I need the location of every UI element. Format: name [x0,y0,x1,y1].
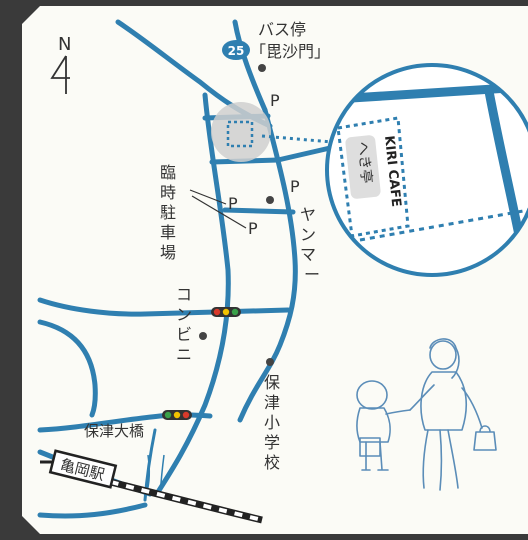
adult-hair-icon [429,338,460,379]
signal-green [164,411,172,419]
convenience-store: コ ン ビ ニ [176,285,207,364]
school-char: 校 [264,453,280,472]
signal-yellow [222,308,230,316]
signal-green [231,308,239,316]
temp-parking-char: 時 [160,183,176,202]
convenience-char: ビ [176,325,192,344]
handbag-icon [473,425,497,451]
station: 亀岡駅 [40,449,118,489]
temp-parking-char: 場 [160,243,176,262]
school-marker [266,358,274,366]
station-sign [48,449,118,489]
corner-top-left [22,6,40,24]
school-char: 小 [264,413,280,432]
people-illustration [356,338,497,491]
road-main-right [237,107,298,423]
inset-leader-line [261,134,333,144]
convenience-char: ン [176,305,192,324]
signal-yellow [173,411,181,419]
traffic-light-south [162,410,192,420]
inset-dashed-path [359,206,528,242]
parking-temp-1: P [228,194,238,213]
traffic-light-north [211,307,241,317]
bus-stop: バス停 「毘沙門」 25 [222,20,330,72]
signal-red [182,411,190,419]
child-bag-icon [359,437,381,457]
child-arm-icon [385,409,411,415]
adult-body-icon [420,371,468,431]
adult-arm-icon [461,387,483,429]
inset-road-right [483,85,525,241]
inset-building-outline [336,116,410,238]
adult-arm-icon [409,384,435,411]
bus-stop-marker [258,64,266,72]
inset-name-tag [345,135,381,199]
bus-stop-label-1: バス停 [258,20,306,39]
railway [94,474,263,524]
yanmar-label: ヤ ン マ ー [300,205,320,284]
inset-building-name: へき亭 [354,141,375,185]
convenience-marker [199,332,207,340]
road-west-1 [37,319,98,418]
road-west-2 [37,412,213,433]
railway-ties [94,476,263,522]
yanmar-char: マ [300,245,316,264]
yanmar-char: ヤ [300,205,316,224]
route-badge-icon [222,40,250,60]
parking-north: P [270,91,280,110]
parking-lots: P P P P [189,91,300,238]
yanmar-marker [266,196,274,204]
temp-parking-char: 車 [160,223,176,242]
north-arrow-icon [50,55,70,94]
route-number: 25 [228,44,245,58]
corner-bottom-left [22,516,40,534]
yanmar-char: ー [304,265,320,284]
school-char: 保 [264,373,280,392]
signal-red [213,308,221,316]
school-char: 学 [264,433,280,452]
parking-pointer-1 [189,189,227,205]
road-cross-3 [37,297,148,317]
cafe-building-outline [226,120,254,148]
parking-pointer-2 [191,195,247,229]
child-legs-icon [361,441,389,471]
parking-yanmar: P [290,177,300,196]
elementary-school: 保 津 小 学 校 [264,358,280,472]
temp-parking-label: 臨 時 駐 車 場 [160,163,176,262]
temp-parking-char: 臨 [160,163,176,182]
inset-circle [325,63,528,277]
north-arrow: N [50,34,71,94]
parking-temp-2: P [248,219,258,238]
convenience-char: ニ [176,345,192,364]
temp-parking-char: 駐 [160,203,176,222]
road-station-south [37,502,148,519]
adult-head-icon [429,340,457,370]
adult-legs-icon [422,429,459,491]
road-cross-1 [222,207,296,215]
convenience-char: コ [176,285,192,304]
road-to-inset [275,145,333,163]
yanmar-char: ン [300,225,316,244]
inset-cafe-name: KIRI CAFE [381,135,403,208]
north-label: N [58,34,71,55]
bus-stop-label-2: 「毘沙門」 [250,42,330,61]
cafe-inset: へき亭 KIRI CAFE [325,63,528,277]
bridge-label: 保津大橋 [84,422,144,440]
road-route25 [232,19,268,113]
school-char: 津 [264,393,280,412]
child-head-icon [356,380,388,410]
cafe-highlight-area [211,102,271,162]
